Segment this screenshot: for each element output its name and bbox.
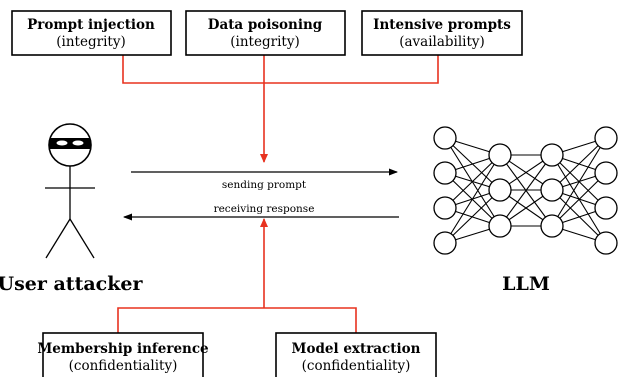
bottom-threat-connectors xyxy=(117,218,357,333)
threat-box-model-extraction: Model extraction (confidentiality) xyxy=(275,332,437,377)
attacker-figure-icon xyxy=(45,123,95,259)
network-edge xyxy=(499,154,553,227)
network-node xyxy=(540,178,564,202)
network-edge xyxy=(444,189,501,244)
threat-box-intensive-prompts: Intensive prompts (availability) xyxy=(361,10,523,56)
threat-subtitle: (confidentiality) xyxy=(69,358,178,374)
threat-title: Data poisoning xyxy=(208,17,323,33)
threat-title: Membership inference xyxy=(37,341,208,357)
network-edge xyxy=(551,137,607,191)
network-edge xyxy=(551,172,607,227)
threat-subtitle: (integrity) xyxy=(230,34,299,50)
threat-title: Prompt injection xyxy=(27,17,155,33)
network-node xyxy=(433,126,457,150)
neural-network-edges xyxy=(444,137,607,244)
network-node xyxy=(594,196,618,220)
threat-box-data-poisoning: Data poisoning (integrity) xyxy=(185,10,346,56)
network-node xyxy=(594,161,618,185)
network-node xyxy=(594,231,618,255)
network-edge xyxy=(551,137,607,227)
llm-label: LLM xyxy=(502,273,550,295)
threat-subtitle: (availability) xyxy=(399,34,485,50)
threat-box-membership-inference: Membership inference (confidentiality) xyxy=(37,332,209,377)
network-node xyxy=(488,214,512,238)
top-threat-connectors xyxy=(122,55,439,163)
threat-box-prompt-injection: Prompt injection (integrity) xyxy=(11,10,172,56)
threat-subtitle: (integrity) xyxy=(56,34,125,50)
network-node xyxy=(433,231,457,255)
network-node xyxy=(488,178,512,202)
sending-prompt-label: sending prompt xyxy=(222,179,307,191)
network-edge xyxy=(444,154,501,209)
threat-subtitle: (confidentiality) xyxy=(302,358,411,374)
receiving-response-label: receiving response xyxy=(214,203,315,215)
neural-network-nodes xyxy=(433,126,618,255)
neural-network-icon xyxy=(433,126,618,255)
network-node xyxy=(433,196,457,220)
network-node xyxy=(540,143,564,167)
network-edge xyxy=(444,154,501,244)
sending-prompt-arrow: sending prompt xyxy=(131,168,398,191)
network-node xyxy=(594,126,618,150)
network-node xyxy=(433,161,457,185)
threat-title: Intensive prompts xyxy=(373,17,511,33)
receiving-response-arrow: receiving response xyxy=(123,203,399,221)
user-attacker-label: User attacker xyxy=(0,273,143,295)
threat-title: Model extraction xyxy=(292,341,421,357)
network-node xyxy=(488,143,512,167)
network-node xyxy=(540,214,564,238)
